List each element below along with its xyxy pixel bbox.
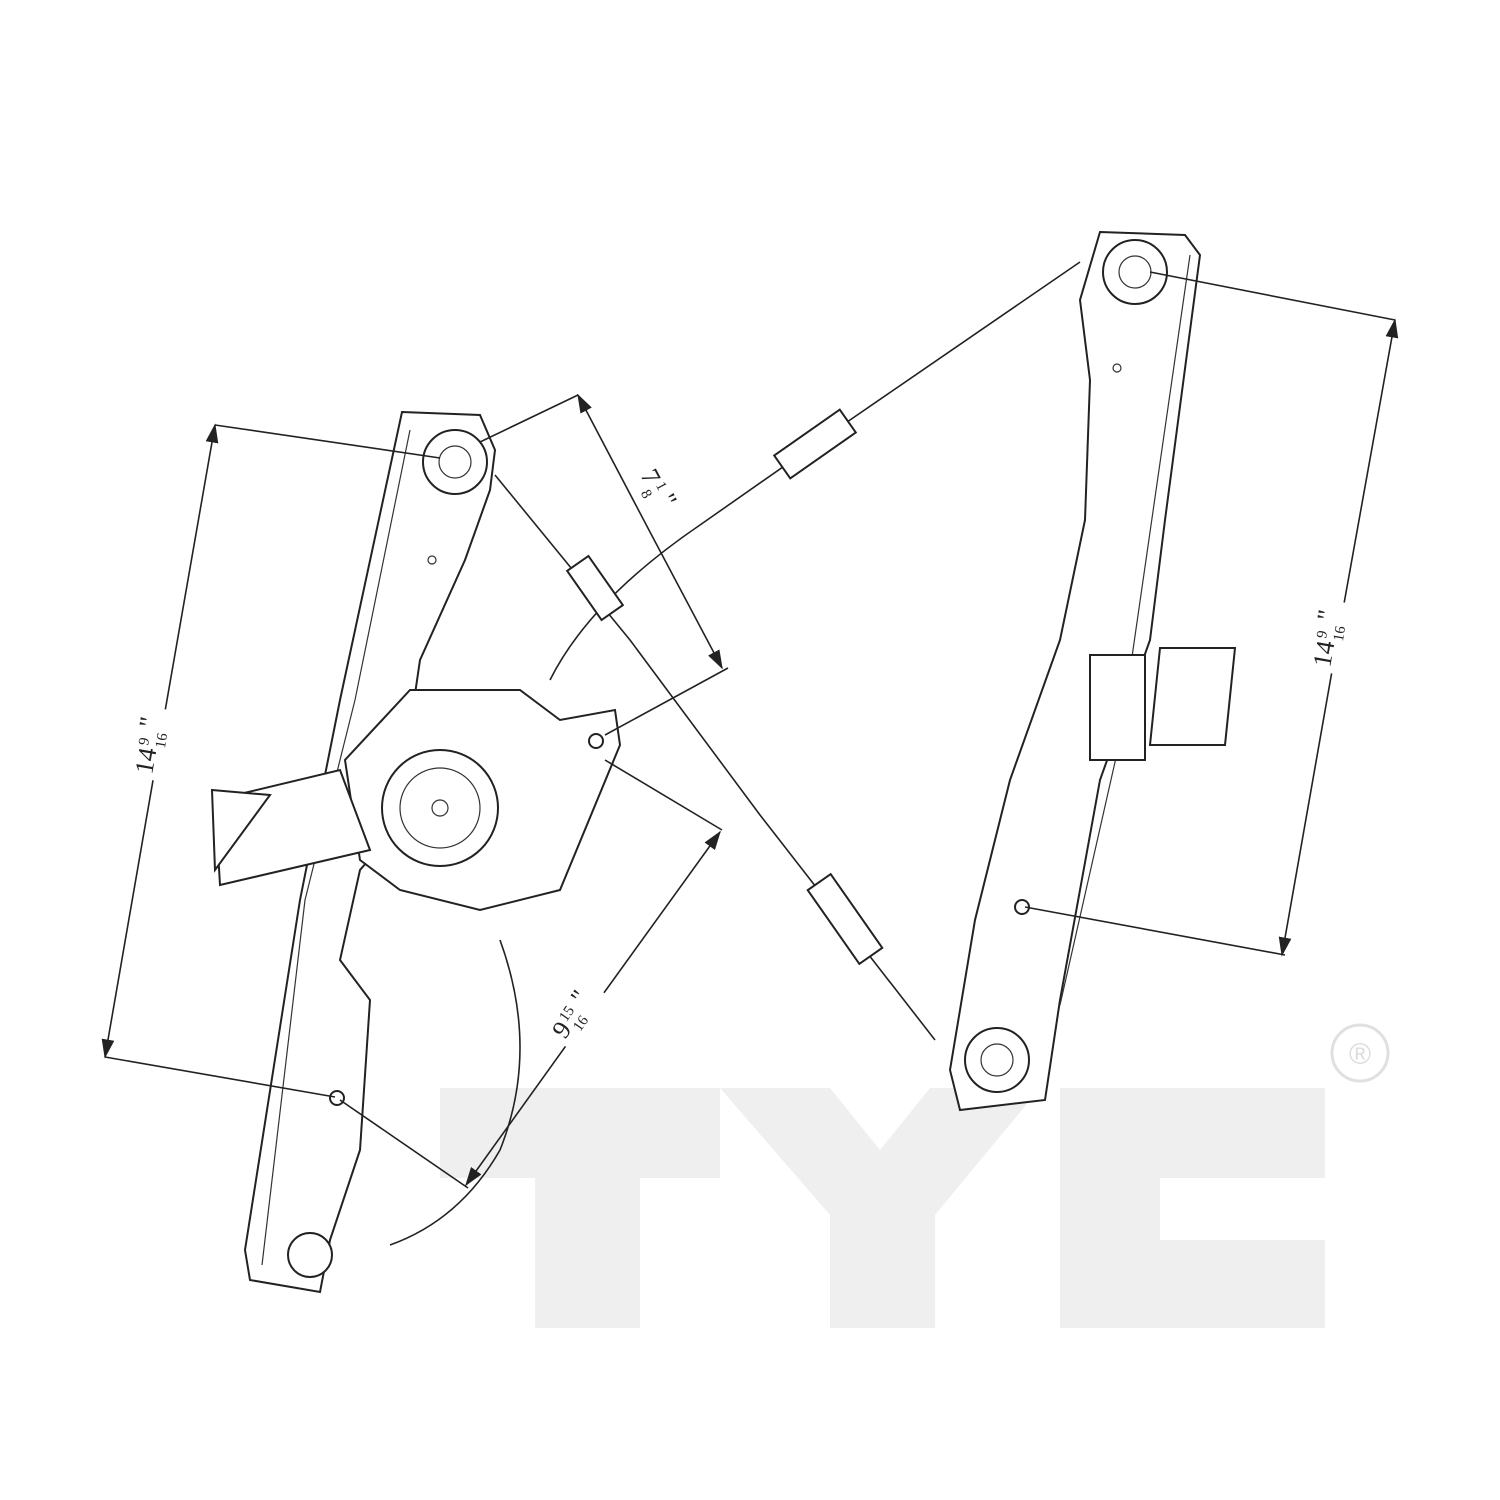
svg-text:14: 14 [129,745,162,776]
pulley-icon [964,1027,1030,1093]
cables [389,261,1081,1246]
glass-clip [1089,654,1146,761]
dimension-right-height: 14 9 16 " [1303,597,1356,676]
svg-text:9: 9 [1314,629,1331,639]
pulley-icon [422,429,488,495]
tyc-watermark-logo: ® [440,1023,1390,1328]
right-rail [948,230,1237,1112]
glass-clip [1148,647,1237,746]
svg-text:": " [1311,608,1341,623]
pulley-icon [1102,239,1168,305]
svg-text:16: 16 [153,731,171,749]
dimension-lines [101,271,1399,1189]
svg-text:": " [133,715,163,730]
registered-mark-icon [1330,1023,1390,1083]
svg-text:9: 9 [136,736,153,746]
motor-gear-icon [381,749,499,867]
motor-assembly [210,689,622,912]
svg-text:16: 16 [1331,624,1349,642]
pulley-icon [287,1232,333,1278]
dimension-left-height: 14 9 16 " [125,704,178,783]
dimension-lower-offset: 9 15 16 " [540,975,612,1053]
dimension-upper-offset: 7 1 8 " [625,458,688,529]
svg-text:14: 14 [1307,638,1340,669]
registered-mark: ® [1349,1038,1371,1071]
